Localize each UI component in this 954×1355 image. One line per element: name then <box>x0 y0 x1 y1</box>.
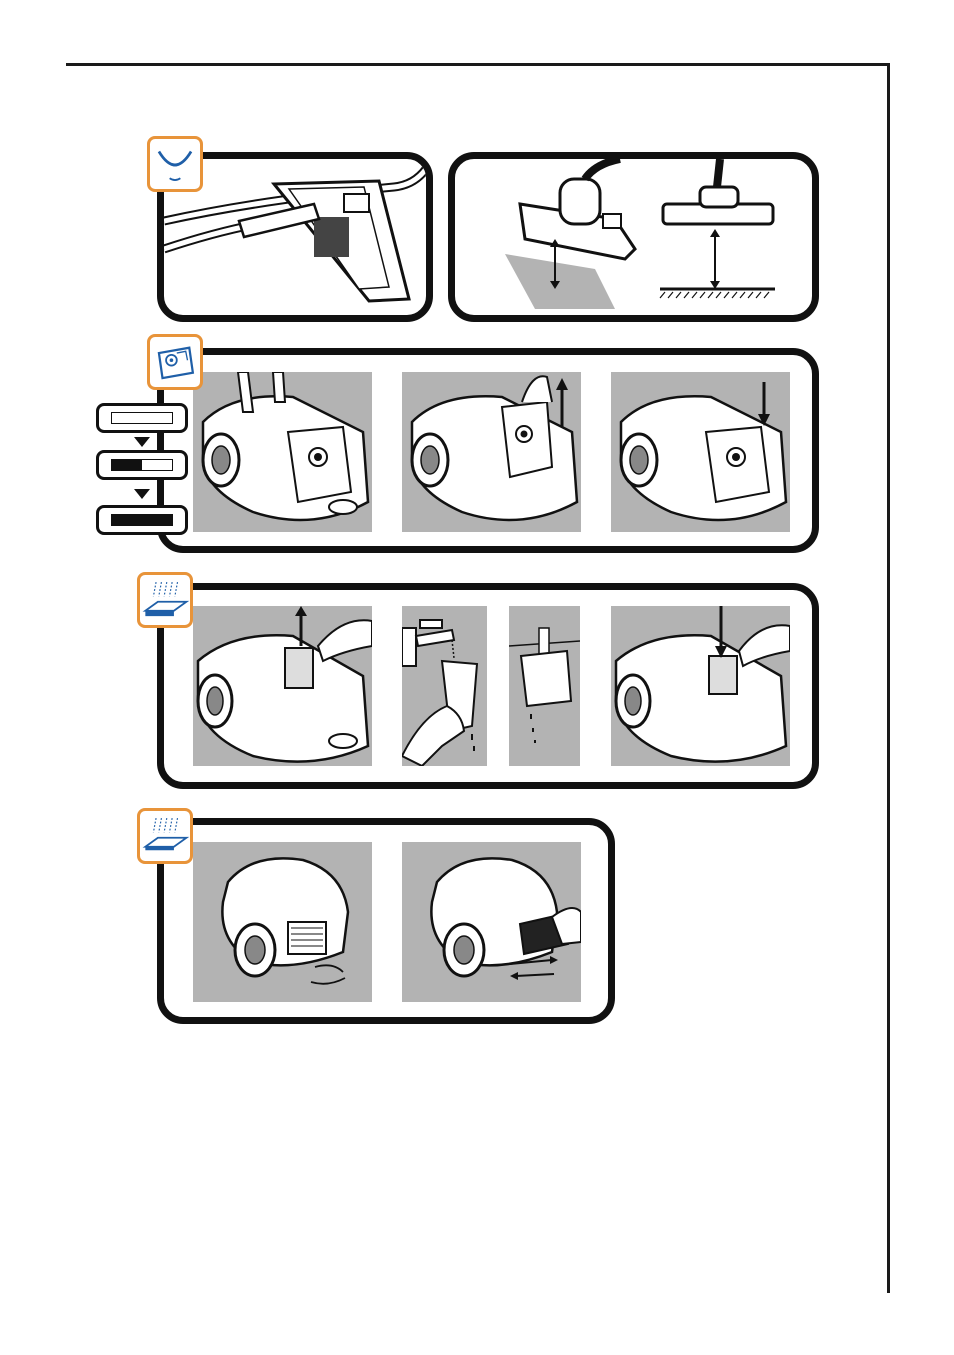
arrow-down-icon <box>134 489 150 499</box>
bag-indicator-full <box>96 505 188 535</box>
nozzle-cleaning-illustration <box>164 159 426 315</box>
filter-pad-icon <box>137 572 193 628</box>
dust-bag-icon <box>147 334 203 390</box>
exhaust-filter-removal-photo <box>402 842 581 1002</box>
bag-in-place-photo <box>193 372 372 532</box>
rinse-filter-photo <box>402 606 487 766</box>
bag-indicator-half <box>96 450 188 480</box>
filter-pad-icon <box>137 808 193 864</box>
page-top-rule <box>66 63 890 66</box>
page-right-rule <box>887 63 890 1293</box>
filter-insert-photo <box>611 606 790 766</box>
nozzle-smile-icon <box>147 136 203 192</box>
bag-indicator-empty <box>96 403 188 433</box>
bag-insert-photo <box>611 372 790 532</box>
bag-removal-photo <box>402 372 581 532</box>
filter-removal-photo <box>193 606 372 766</box>
nozzle-position-panel <box>448 152 819 322</box>
nozzle-position-illustration <box>455 159 812 315</box>
arrow-down-icon <box>134 437 150 447</box>
exhaust-grille-photo <box>193 842 372 1002</box>
dry-filter-photo <box>509 606 580 766</box>
